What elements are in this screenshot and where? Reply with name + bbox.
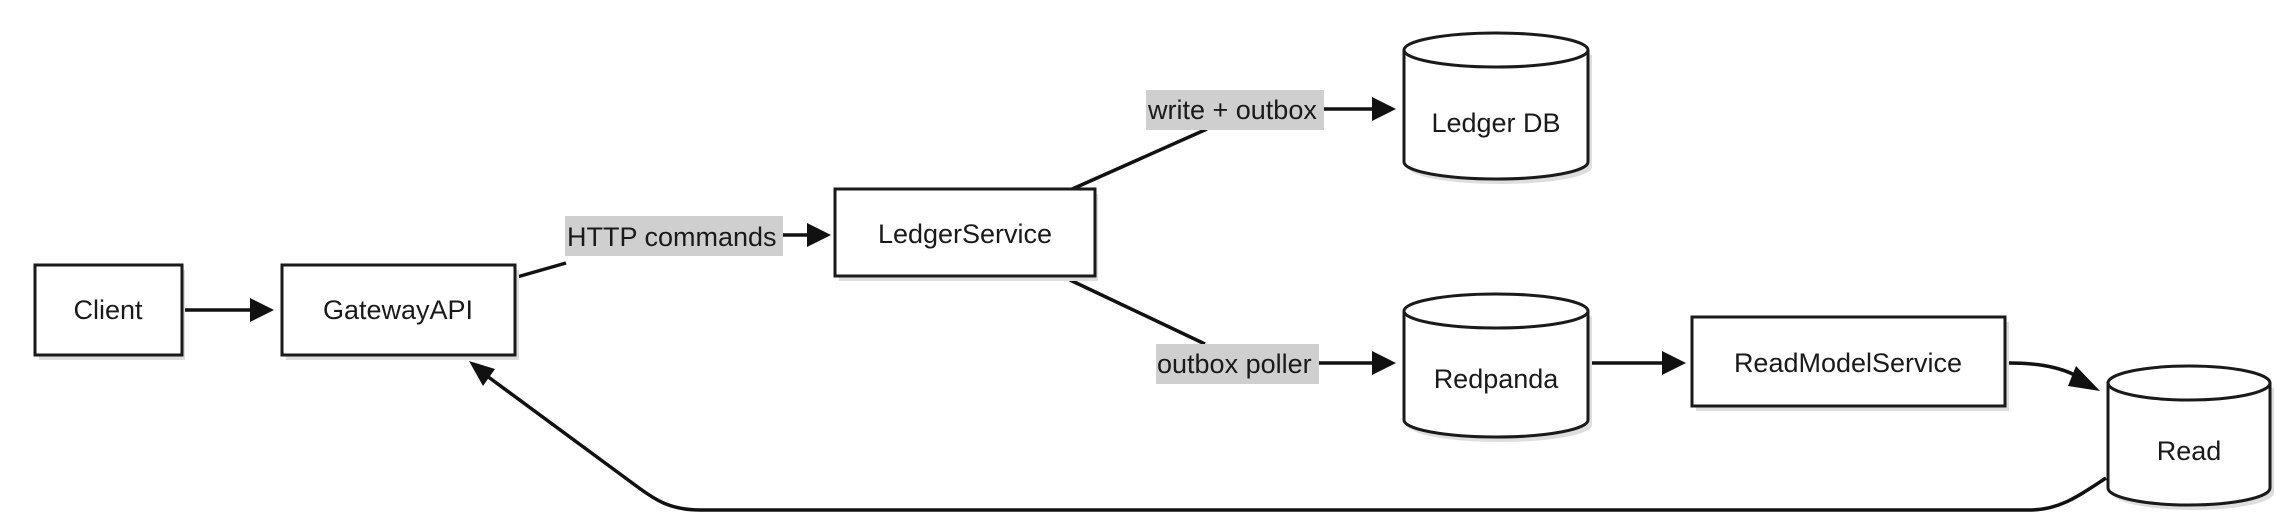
edge-ledger-service-to-redpanda: [1069, 278, 1396, 375]
node-client: Client: [33, 263, 185, 360]
edge-redpanda-to-read-model-service: [1588, 351, 1686, 375]
node-read-model-service: ReadModelService: [1690, 315, 2009, 411]
node-redpanda: Redpanda: [1402, 292, 1592, 442]
svg-text:ReadModelService: ReadModelService: [1734, 348, 1962, 378]
edge-read-to-gateway: [469, 361, 2107, 512]
svg-text:HTTP commands: HTTP commands: [567, 222, 777, 252]
edge-label-http-commands: HTTP commands: [565, 216, 783, 256]
svg-text:Client: Client: [73, 295, 143, 325]
node-ledger-service: LedgerService: [833, 187, 1098, 281]
edge-label-outbox-poller: outbox poller: [1156, 344, 1319, 384]
node-read: Read: [2106, 364, 2274, 510]
svg-text:LedgerService: LedgerService: [878, 219, 1052, 249]
node-ledger-db: Ledger DB: [1402, 31, 1592, 184]
edge-gateway-to-ledger-service: [516, 223, 831, 279]
edge-read-model-service-to-read: [2008, 361, 2100, 391]
svg-text:outbox poller: outbox poller: [1157, 349, 1312, 379]
svg-text:write + outbox: write + outbox: [1147, 95, 1317, 125]
svg-text:GatewayAPI: GatewayAPI: [323, 295, 473, 325]
node-gateway-api: GatewayAPI: [280, 263, 519, 360]
edge-client-to-gateway: [184, 298, 274, 322]
svg-text:Redpanda: Redpanda: [1434, 364, 1560, 394]
edge-label-write-outbox: write + outbox: [1146, 90, 1324, 130]
svg-text:Read: Read: [2157, 436, 2222, 466]
svg-text:Ledger DB: Ledger DB: [1431, 108, 1560, 138]
edge-ledger-service-to-ledger-db: [1069, 97, 1396, 192]
